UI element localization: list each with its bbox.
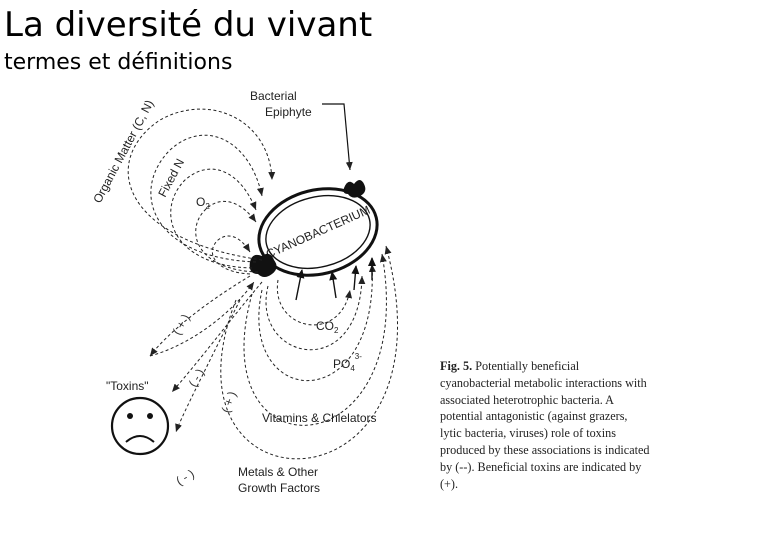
organic-matter-arc [127,108,276,261]
epiphyte-blob-left [249,253,277,277]
figure-label: Fig. 5. [440,359,473,373]
epiphyte-leader-arrow [322,103,353,171]
arrow-up-1 [295,269,305,301]
toxin-path-minus-2 [175,299,241,433]
figure-caption: Fig. 5. Potentially beneficial cyanobact… [440,358,650,492]
fixed-n-arc [170,168,257,269]
sign-plus-lower: ( + ) [219,389,240,414]
arrow-up-3 [351,265,360,291]
cyanobacterium-cell [257,187,379,277]
organic-matter-label: Organic Matter (C, N) [90,98,156,206]
sign-minus-lower: ( - ) [174,467,197,488]
metals-label-line2: Growth Factors [238,481,320,495]
figure-caption-text: Potentially beneficial cyanobacterial me… [440,359,650,491]
epiphyte-blob-top [343,180,366,198]
metals-arc [243,253,387,426]
o2-label: O2 [196,195,210,211]
po4-label: PO43- [333,352,362,373]
toxin-path-plus-return [149,281,255,357]
po4-arc [265,275,366,351]
bacterial-epiphyte-line1: Bacterial [250,89,297,103]
vitamins-label: Vitamins & Chlelators [262,411,377,425]
arrow-up-2 [329,271,338,299]
toxin-path-minus-1 [171,281,263,393]
co2-label: CO2 [316,319,339,335]
outer-arc [220,245,399,460]
organic-matter-arc-2 [150,134,264,263]
co2-arc [276,279,353,326]
vitamins-arc [258,263,376,382]
metals-label-line1: Metals & Other [238,465,318,479]
page-subtitle: termes et définitions [4,50,233,75]
page-title: La diversité du vivant [4,5,373,45]
bacterial-epiphyte-line2: Epiphyte [265,105,312,119]
toxin-path-plus [149,275,251,357]
sign-minus-upper: ( - ) [186,366,207,389]
sad-face-icon [110,396,170,456]
sign-plus-upper: ( + ) [170,312,193,338]
toxins-label: "Toxins" [106,379,149,393]
o2-arc [195,201,259,273]
inner-arc-1 [212,235,251,275]
